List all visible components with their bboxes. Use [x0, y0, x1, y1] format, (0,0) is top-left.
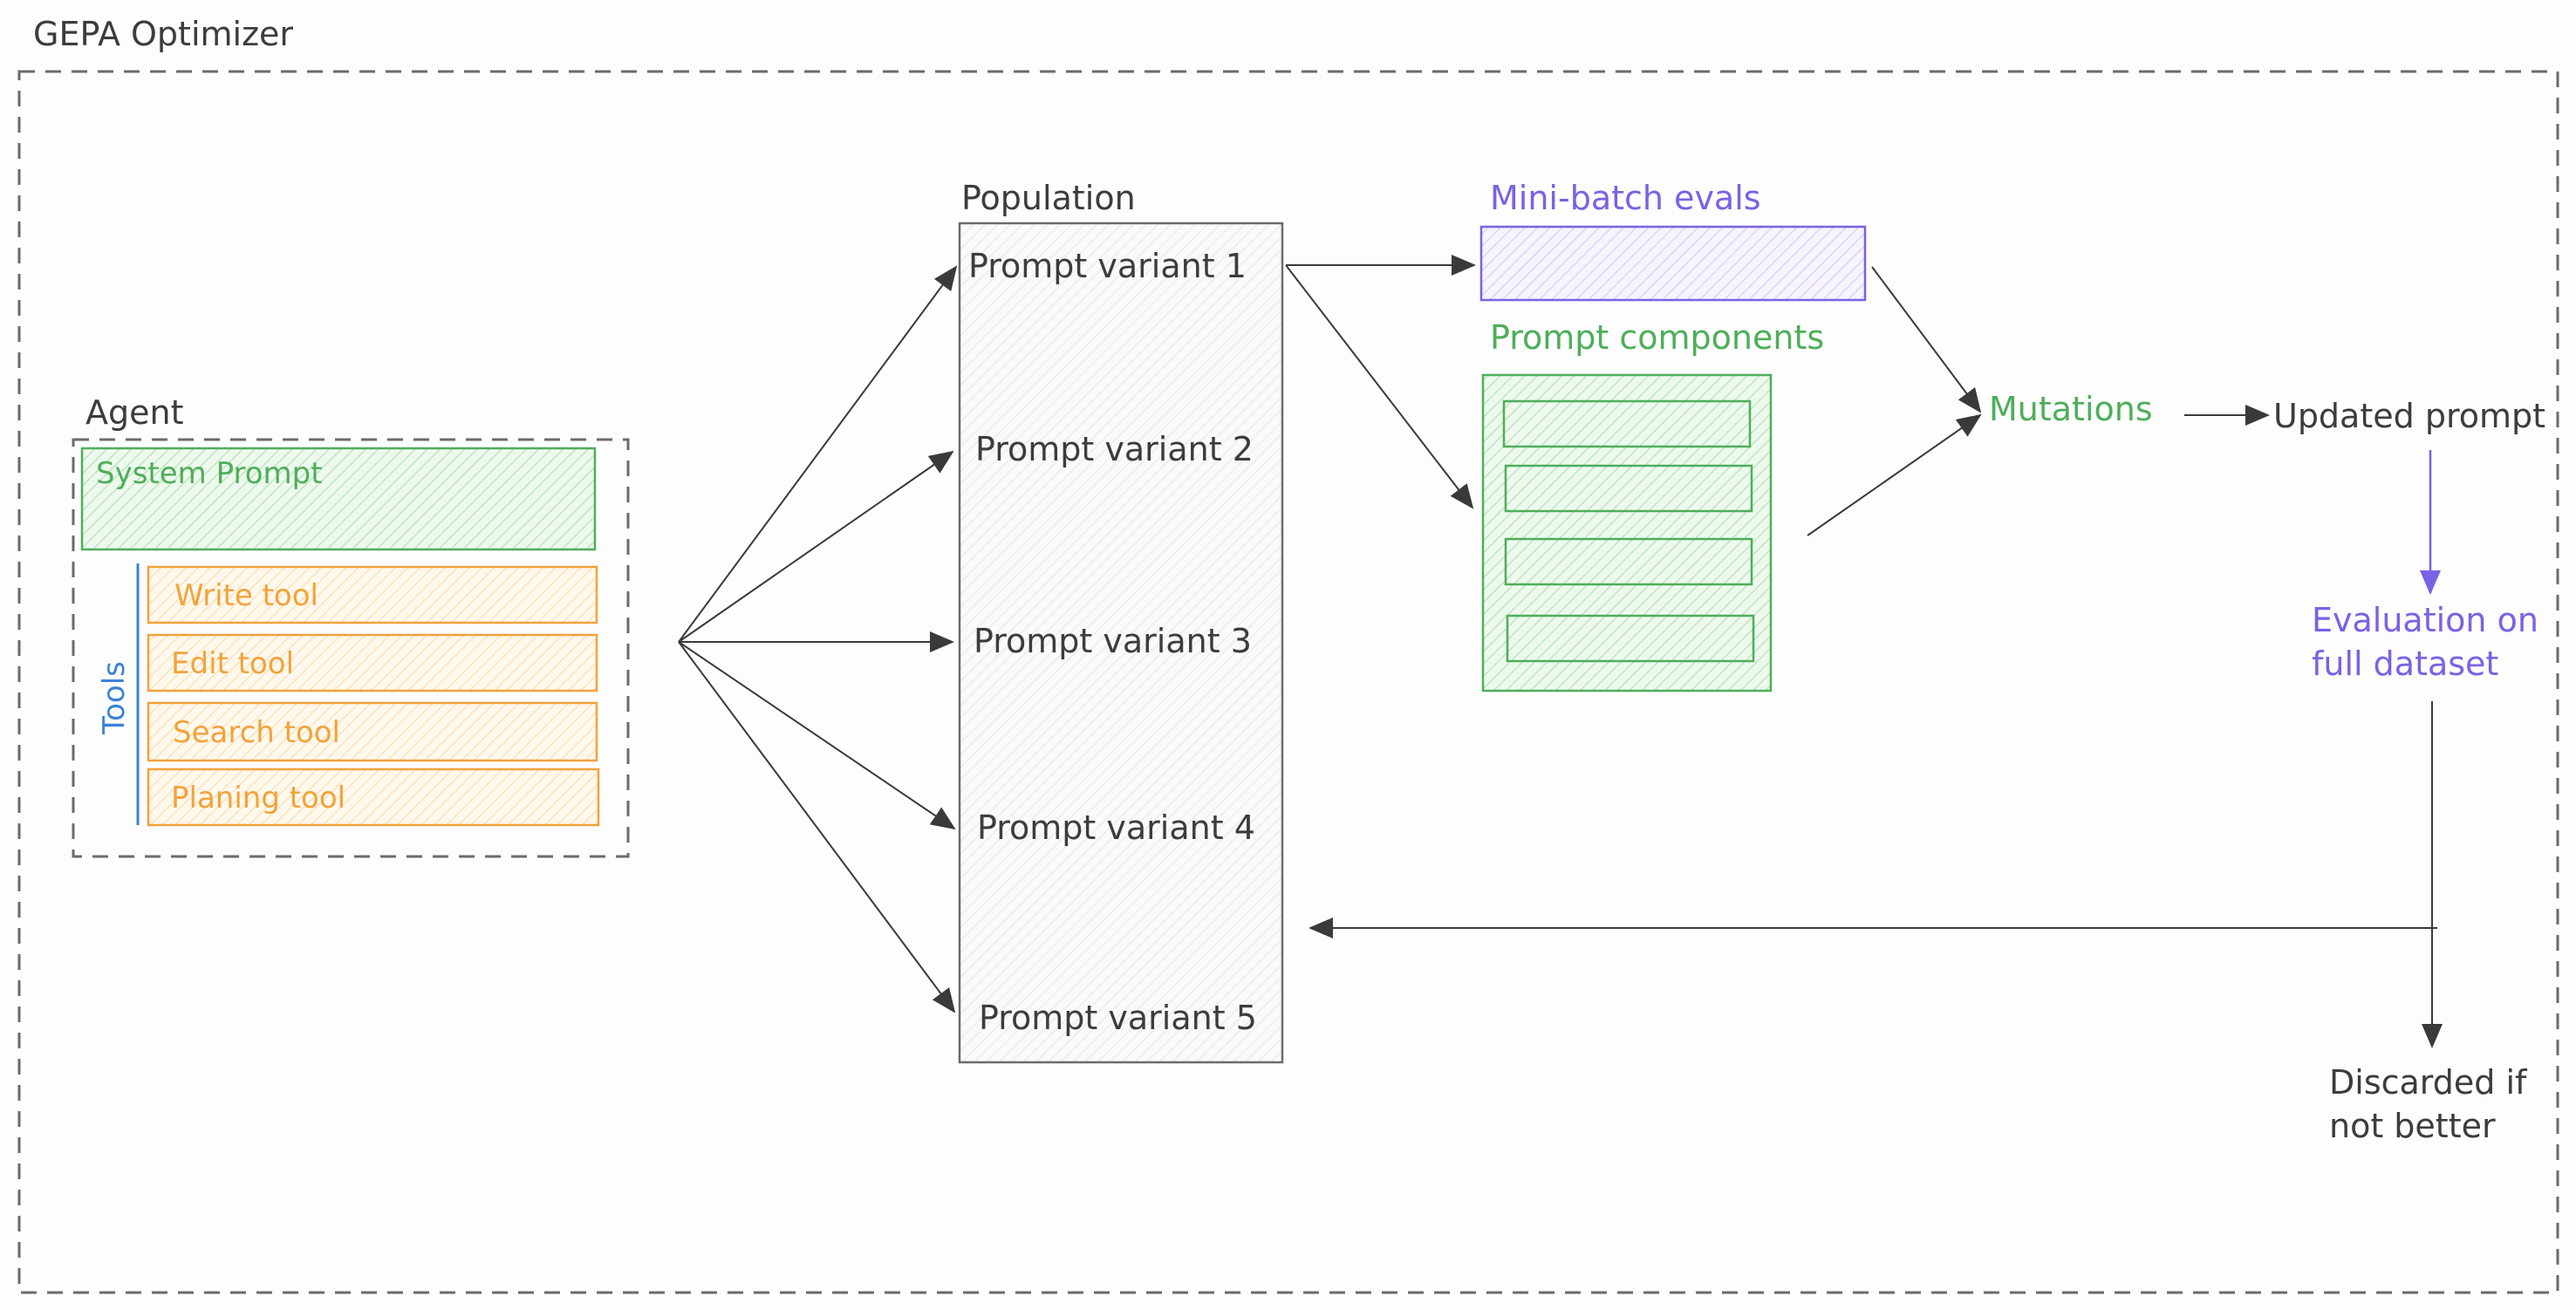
- mutations-label: Mutations: [1989, 390, 2153, 428]
- arrow-agent-to-variant-4: [678, 641, 956, 830]
- edit-tool-box: [147, 633, 598, 693]
- write-tool-label: Write tool: [174, 578, 318, 613]
- components-label: Prompt components: [1490, 318, 1824, 357]
- prompt-variant-4: Prompt variant 4: [977, 809, 1255, 847]
- edit-tool-label: Edit tool: [171, 646, 294, 681]
- arrow-agent-to-variant-5: [678, 641, 956, 1013]
- discarded-line-1: Discarded if: [2329, 1063, 2528, 1102]
- arrow-agent-to-variant-2: [678, 450, 954, 643]
- component-3: [1504, 537, 1753, 586]
- system-prompt-label: System Prompt: [96, 456, 323, 491]
- component-1: [1502, 399, 1752, 448]
- write-tool-box: [147, 565, 598, 624]
- evaluation-line-2: full dataset: [2312, 645, 2498, 683]
- arrow-variant1-to-components: [1285, 264, 1474, 509]
- component-2: [1504, 464, 1753, 513]
- minibatch-label: Mini-batch evals: [1490, 179, 1761, 217]
- agent-title: Agent: [85, 393, 183, 432]
- arrow-components-to-mutations: [1807, 413, 1982, 536]
- arrow-agent-to-variant-1: [678, 265, 958, 643]
- search-tool-label: Search tool: [173, 715, 340, 750]
- updated-prompt-label: Updated prompt: [2273, 397, 2545, 435]
- arrow-minibatch-to-mutations: [1871, 266, 1982, 413]
- agent-frame: [72, 438, 630, 858]
- discarded-line-2: not better: [2329, 1107, 2496, 1145]
- evaluation-line-1: Evaluation on: [2312, 601, 2538, 639]
- prompt-variant-1: Prompt variant 1: [968, 247, 1247, 285]
- planing-tool-box: [147, 768, 600, 827]
- outer-title: GEPA Optimizer: [33, 15, 293, 53]
- tools-label: Tools: [97, 661, 132, 735]
- prompt-variant-3: Prompt variant 3: [974, 622, 1252, 660]
- population-box: [958, 222, 1284, 1064]
- outer-frame: [17, 70, 2559, 1294]
- population-title: Population: [961, 179, 1136, 217]
- planing-tool-label: Planing tool: [171, 781, 345, 815]
- system-prompt-box: [80, 447, 597, 551]
- prompt-variant-5: Prompt variant 5: [979, 999, 1257, 1037]
- prompt-variant-2: Prompt variant 2: [975, 430, 1254, 468]
- minibatch-box: [1479, 225, 1867, 302]
- search-tool-box: [147, 701, 598, 762]
- component-4: [1506, 614, 1755, 663]
